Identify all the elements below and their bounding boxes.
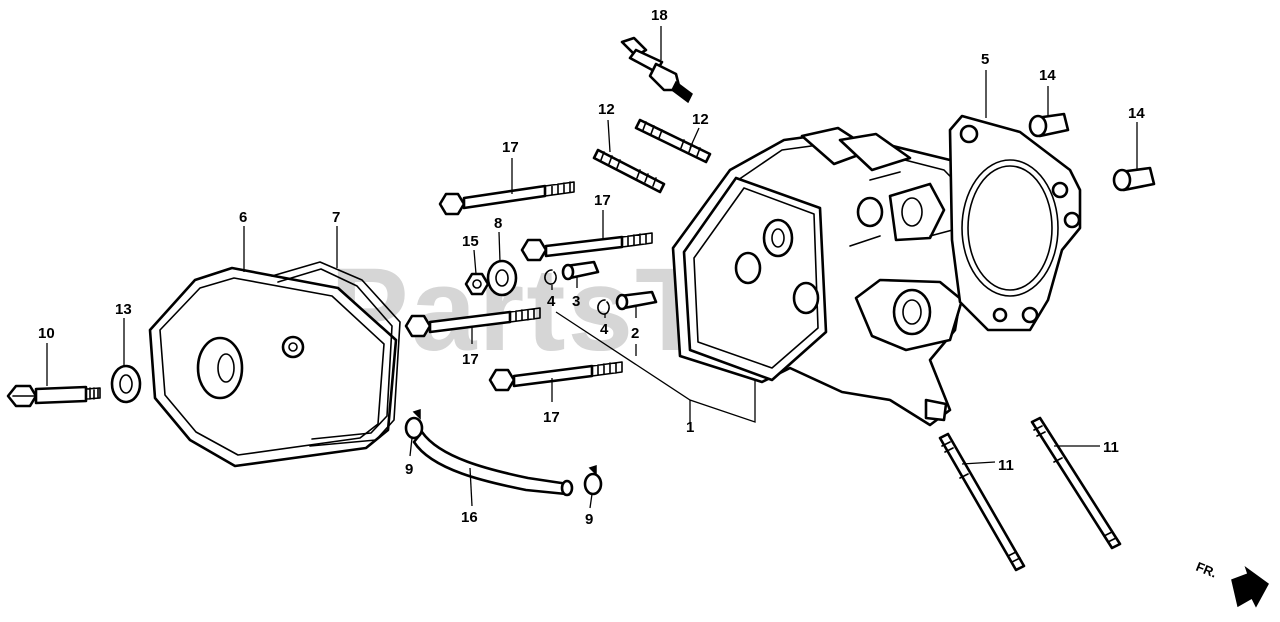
callout-16: 16 [461,509,478,526]
part-10-bolt[interactable] [6,384,101,408]
part-16-breather-tube[interactable] [412,430,574,497]
callout-4-lower: 4 [600,321,609,338]
leader-lines [46,26,1138,509]
part-8-washer[interactable] [486,259,518,297]
callout-9-right: 9 [585,511,593,528]
part-12-stud-right[interactable] [634,118,712,164]
callout-17-upper: 17 [502,139,519,156]
part-14-dowel-lower[interactable] [1112,166,1156,192]
callout-3: 3 [572,293,580,310]
callout-7: 7 [332,209,340,226]
callout-15: 15 [462,233,479,250]
part-9-clamp-right[interactable] [583,464,603,496]
callout-11-right: 11 [1103,439,1119,456]
callout-10: 10 [38,325,55,342]
callout-17-left: 17 [462,351,479,368]
part-3-dowel-pin[interactable] [561,260,600,281]
part-9-clamp-left[interactable] [404,408,424,440]
part-11-stud-right[interactable] [1030,416,1122,550]
callout-12-left: 12 [598,101,615,118]
part-7-head-cover-gasket[interactable] [271,261,401,447]
callout-numbers: 10 13 6 7 15 8 17 17 17 17 4 3 4 2 12 12… [38,7,1145,528]
callout-4-upper: 4 [547,293,556,310]
front-label: FR. [1194,559,1219,581]
part-17-bolt-upper[interactable] [438,181,575,216]
part-1-cylinder-head[interactable] [671,126,987,427]
part-14-dowel-upper[interactable] [1028,112,1070,138]
part-6-head-cover[interactable] [148,266,398,468]
part-15-nut[interactable] [464,272,490,296]
callout-5: 5 [981,51,989,68]
callout-13: 13 [115,301,132,318]
part-17-bolt-middle[interactable] [520,232,653,262]
part-11-stud-left[interactable] [938,432,1026,572]
callout-17-middle: 17 [594,192,611,209]
callout-6: 6 [239,209,247,226]
part-4-clip-upper[interactable] [544,269,557,285]
part-4-clip-lower[interactable] [597,299,610,315]
part-13-grommet[interactable] [110,364,142,404]
callout-14-upper: 14 [1039,67,1056,84]
part-17-bolt-left[interactable] [404,307,541,338]
callout-11-left: 11 [998,457,1014,474]
part-17-bolt-lower[interactable] [488,361,623,392]
callout-17-lower: 17 [543,409,560,426]
part-2-dowel-pin[interactable] [615,290,658,311]
part-18-spark-plug[interactable] [620,36,693,104]
part-12-stud-left[interactable] [592,148,666,194]
callout-12-right: 12 [692,111,709,128]
part-5-head-gasket[interactable] [948,114,1082,332]
callout-18: 18 [651,7,668,24]
callout-1: 1 [686,419,694,436]
callout-9-left: 9 [405,461,413,478]
callout-8: 8 [494,215,502,232]
callout-14-lower: 14 [1128,105,1145,122]
front-direction-indicator: FR. [1194,559,1269,608]
callout-2: 2 [631,325,639,342]
